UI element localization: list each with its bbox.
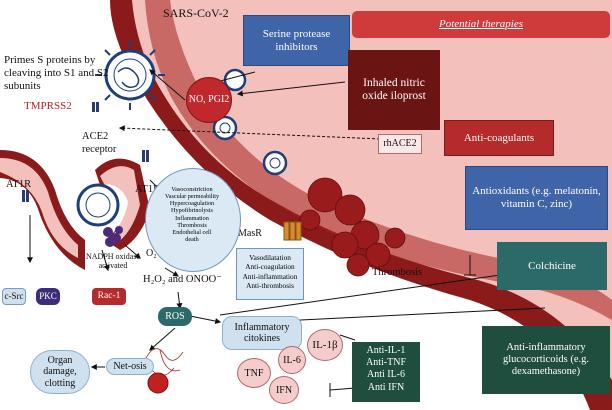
protective-item: Anti-thrombosis xyxy=(246,280,294,290)
therapy-glucocorticoids: Anti-inflammatory glucocorticoids (e.g. … xyxy=(482,326,610,394)
therapy-inhaled-no: Inhaled nitric oxide iloprost xyxy=(348,50,440,130)
o2-label: O₂⁻ xyxy=(146,248,162,259)
organ-damage-node: Organ damage, clotting xyxy=(30,350,90,394)
rhace2-node: rhACE2 xyxy=(378,134,422,154)
ros-node: ROS xyxy=(158,307,192,326)
anti-cytokine-item: Anti-TNF xyxy=(366,357,406,369)
effect-item: Thrombosis xyxy=(177,221,207,229)
effect-item: Vasoconstriction xyxy=(171,186,213,193)
effect-item: Inflammation xyxy=(175,214,209,222)
csrc-node: c-Src xyxy=(2,288,26,305)
therapy-colchicine: Colchicine xyxy=(497,242,607,290)
sars-cov2-virus-main xyxy=(95,40,165,110)
virus-small-2 xyxy=(262,150,288,176)
masr-receptor xyxy=(283,221,302,241)
therapy-anti-cytokines: Anti-IL-1 Anti-TNF Anti IL-6 Anti IFN xyxy=(352,342,420,402)
red-cell xyxy=(147,372,169,394)
protective-item: Anti-coagulation xyxy=(245,262,295,272)
at1r-left-label: AT1R xyxy=(6,179,32,190)
therapy-anticoagulants: Anti-coagulants xyxy=(444,120,554,156)
anti-cytokine-item: Anti IL-6 xyxy=(366,369,406,381)
nadph-oxidase-glyph xyxy=(103,226,123,247)
virus-left-vessel xyxy=(76,183,120,227)
nadph-label: NADPH oxidase activated xyxy=(86,252,140,271)
virus-small-1 xyxy=(212,115,238,141)
inflammatory-cytokines-node: Inflammatory citokines xyxy=(222,316,302,350)
ifn-node: IFN xyxy=(269,376,299,404)
effect-item: Hypofibrinolysis xyxy=(171,207,213,215)
il1b-node: IL-1β xyxy=(307,329,343,361)
at1r-glyph-mid xyxy=(142,150,149,162)
ace2-receptor-glyph xyxy=(92,102,99,112)
rac1-node: Rac-1 xyxy=(92,288,126,305)
anti-cytokine-item: Anti IFN xyxy=(367,381,405,393)
protective-effects-box: Vasodilatation Anti-coagulation Anti-inf… xyxy=(236,248,304,300)
tmprss2-label: TMPRSS2 xyxy=(24,100,72,112)
effect-item: death xyxy=(185,235,199,243)
thrombus-cluster xyxy=(299,177,406,277)
il6-node: IL-6 xyxy=(278,346,306,374)
effect-item: Vascular permeability xyxy=(164,193,220,201)
effect-item: Endothelial cell xyxy=(172,228,212,236)
at1r-glyph-left xyxy=(22,190,29,202)
therapy-antioxidants: Antioxidants (e.g. melatonin, vitamin C,… xyxy=(465,166,608,230)
h2o2-label: H₂O₂ and ONOO⁻ xyxy=(143,274,222,285)
therapy-serine-protease: Serine protease inhibitors xyxy=(243,15,350,66)
protective-item: Vasodilatation xyxy=(249,253,291,262)
protective-item: Anti-inflammation xyxy=(242,271,298,281)
netosis-node: Net-osis xyxy=(106,358,154,375)
effect-item: Hypercoagulation xyxy=(169,200,215,208)
thrombosis-label: Thrombosis xyxy=(372,267,423,278)
ace2-receptor-label: ACE2 receptor xyxy=(82,131,117,155)
pkc-node: PKC xyxy=(36,288,60,305)
effects-bubble xyxy=(145,168,241,272)
tnf-node: TNF xyxy=(237,358,271,388)
potential-therapies-header: Potential therapies xyxy=(352,11,610,38)
no-pgi2-node: NO, PGI2 xyxy=(186,77,232,123)
at1r-mid-label: AT1R xyxy=(135,184,161,195)
effects-list: Vasoconstriction Vascular permeability H… xyxy=(150,186,234,243)
masr-label: MasR xyxy=(238,228,262,239)
sars-cov2-label: SARS-CoV-2 xyxy=(163,6,229,20)
anti-cytokine-item: Anti-IL-1 xyxy=(366,345,406,356)
primes-label: Primes S proteins by cleaving into S1 an… xyxy=(4,54,109,92)
